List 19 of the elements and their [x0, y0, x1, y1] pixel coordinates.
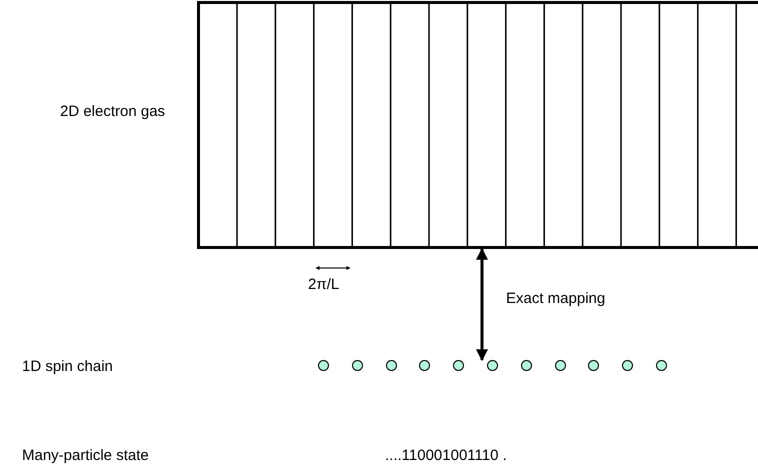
- spin-site-circle: [588, 360, 600, 371]
- row-label: 1D spin chain: [22, 358, 113, 376]
- spin-site-circle: [318, 360, 329, 371]
- striped-band-box: [197, 1, 758, 249]
- spin-site-circle: [352, 360, 363, 371]
- spin-site-circle: [554, 360, 566, 371]
- spin-site-circle: [622, 360, 634, 371]
- spin-site-circle: [419, 360, 430, 371]
- spin-site-circle: [386, 360, 397, 371]
- double-arrow: [476, 248, 488, 362]
- spin-site-circle: [656, 360, 667, 371]
- bit-string: ....110001001110 .: [385, 447, 507, 465]
- dimension-label: 2π/L: [308, 276, 340, 294]
- spin-site-circle: [453, 360, 464, 371]
- region-label: 2D electron gas: [60, 103, 166, 121]
- spin-site-circle: [520, 360, 532, 371]
- edge-label: Exact mapping: [506, 290, 606, 308]
- spin-site-circle: [487, 360, 498, 371]
- row-label: Many-particle state: [22, 447, 149, 465]
